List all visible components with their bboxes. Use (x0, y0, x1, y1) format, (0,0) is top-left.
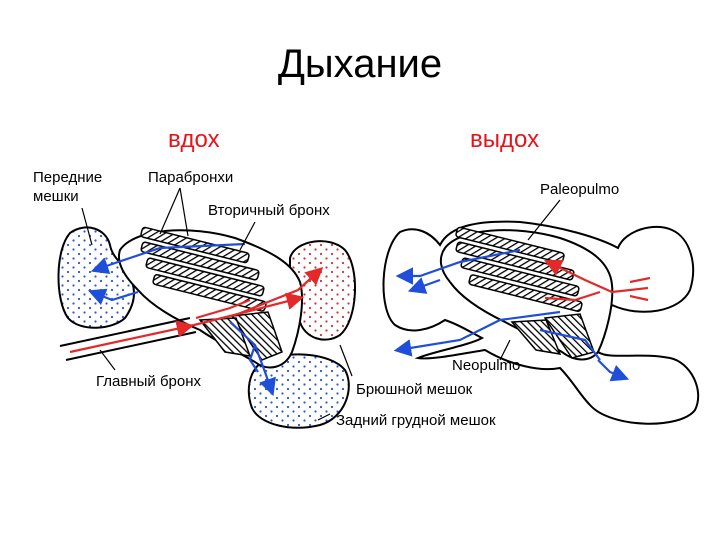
label-paleopulmo: Paleopulmo (540, 181, 620, 198)
label-secondary-bronchus: Вторичный бронх (208, 202, 330, 219)
inhale-red-arrows (69, 267, 324, 354)
label-anterior-sacs-1: Передние (33, 169, 103, 186)
inhale-pointer-lines (81, 187, 353, 421)
inhale-blue-arrows (87, 242, 276, 397)
label-posterior-thoracic-sac: Задний грудной мешок (336, 412, 496, 429)
exhale-red-arrows (544, 259, 651, 302)
inhale-diagram (57, 187, 356, 429)
label-parabronchi: Парабронхи (148, 169, 234, 186)
posterior-thoracic-sac (247, 353, 350, 429)
exhale-pointer-lines (499, 199, 561, 361)
exhale-heading: выдох (470, 126, 540, 153)
label-main-bronchus: Главный бронх (96, 373, 202, 390)
label-anterior-sacs-2: мешки (33, 188, 79, 205)
label-neopulmo: Neopulmo (452, 357, 521, 374)
label-abdominal-sac: Брюшной мешок (356, 381, 473, 398)
anterior-air-sac (57, 226, 135, 329)
page-title: Дыхание (277, 42, 443, 86)
main-bronchus (59, 317, 197, 361)
parabronchi (140, 226, 283, 361)
exhale-blue-arrows (393, 248, 630, 382)
inhale-heading: вдох (168, 126, 220, 153)
exhale-diagram (382, 199, 700, 425)
